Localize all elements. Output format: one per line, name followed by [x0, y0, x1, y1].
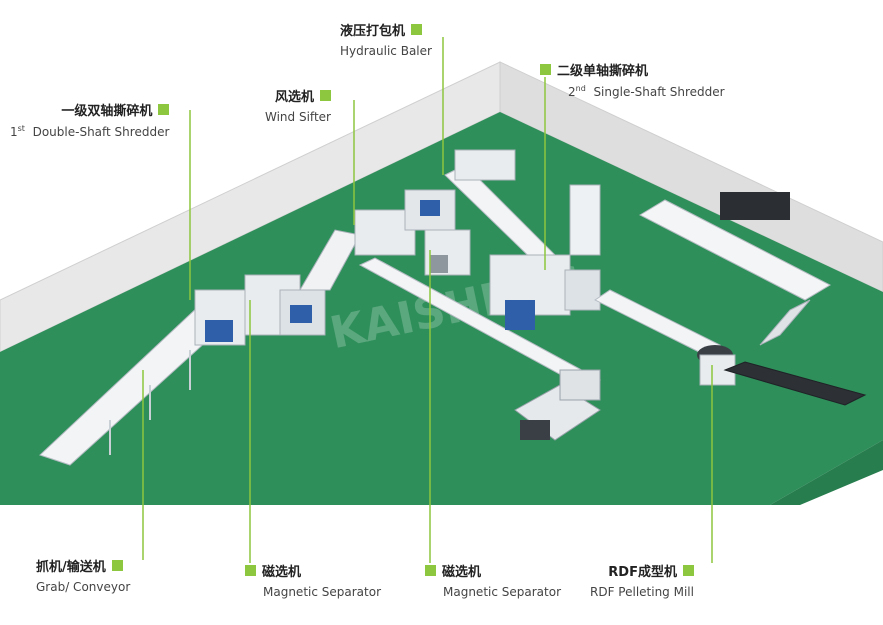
- label-magnetic-separator-1: 磁选机 Magnetic Separator: [245, 561, 381, 599]
- bullet-icon: [319, 90, 331, 101]
- back-wall-right: [499, 61, 883, 293]
- control-stairs: [759, 299, 811, 346]
- conveyor-legs: [109, 350, 191, 455]
- rdf-pelleting-mill: [697, 345, 736, 386]
- monitor-wall: [720, 192, 790, 220]
- truck: [514, 369, 601, 441]
- double-shaft-shredder: [194, 289, 246, 346]
- bullet-icon: [682, 565, 694, 576]
- magnetic-separator-1: [244, 274, 326, 336]
- magnetic-separator-2: [424, 229, 471, 276]
- label-rdf-pelleting-mill: RDF成型机 RDF Pelleting Mill: [590, 565, 694, 599]
- label-double-shaft-shredder: 一级双轴撕碎机 1st Double-Shaft Shredder: [10, 104, 170, 139]
- bullet-icon: [158, 104, 170, 115]
- single-shaft-shredder: [489, 184, 601, 330]
- bullet-icon: [425, 565, 436, 576]
- wind-sifter: [299, 189, 456, 291]
- rdf-feed-conveyor: [594, 289, 721, 356]
- bullet-icon: [540, 64, 551, 75]
- label-wind-sifter: 风选机 Wind Sifter: [265, 90, 331, 124]
- label-hydraulic-baler: 液压打包机 Hydraulic Baler: [340, 24, 432, 58]
- label-magnetic-separator-2: 磁选机 Magnetic Separator: [425, 561, 561, 599]
- floor-shade: [0, 440, 883, 505]
- bullet-icon: [411, 24, 423, 35]
- bullet-icon: [111, 560, 123, 571]
- label-single-shaft-shredder: 二级单轴撕碎机 2nd Single-Shaft Shredder: [540, 60, 725, 99]
- baler-hopper: [454, 149, 516, 181]
- rdf-discharge-conveyor: [723, 361, 867, 406]
- control-platform: [638, 199, 832, 301]
- bullet-icon: [245, 565, 256, 576]
- leader-lines: [142, 37, 713, 563]
- label-grab-conveyor: 抓机/输送机 Grab/ Conveyor: [36, 560, 131, 594]
